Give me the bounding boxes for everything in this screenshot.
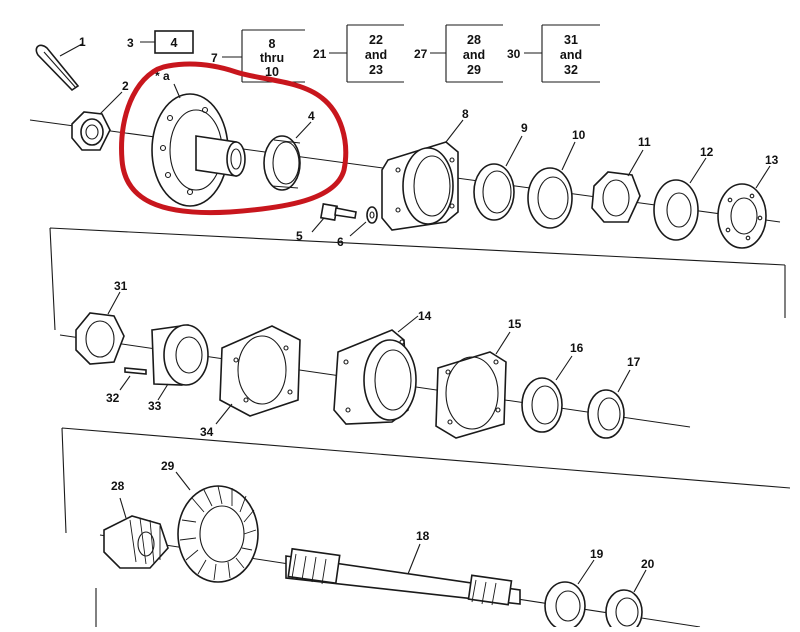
retainer-part-15: 15 <box>435 317 522 439</box>
callout-18: 18 <box>416 529 430 543</box>
callout-33: 33 <box>148 399 162 413</box>
row3-frame <box>61 427 791 534</box>
seal-part-4: 4 <box>263 109 315 191</box>
ref-lead-27: 27 <box>414 47 428 61</box>
ref-box-21-line3: 23 <box>369 63 383 77</box>
ref-box-21-line1: 22 <box>369 33 383 47</box>
callout-29: 29 <box>161 459 175 473</box>
callout-4: 4 <box>308 109 315 123</box>
plate-part-34: 34 <box>200 325 301 439</box>
callout-1: 1 <box>79 35 86 49</box>
bolt-part-5: 5 <box>296 202 357 243</box>
ref-box-30-line3: 32 <box>564 63 578 77</box>
callout-8: 8 <box>462 107 469 121</box>
shaft-part-18: 18 <box>285 529 521 606</box>
ref-box-30-line1: 31 <box>564 33 578 47</box>
bearing-cup-part-20: 20 <box>605 557 655 632</box>
reference-box-7: 7 8 thru 10 <box>211 29 305 83</box>
bearing-cone-part-10: 10 <box>527 128 586 229</box>
washer-part-6: 6 <box>337 206 378 249</box>
callout-34: 34 <box>200 425 214 439</box>
callout-20: 20 <box>641 557 655 571</box>
housing-part-14: 14 <box>333 309 432 425</box>
reference-box-30: 30 31 and 32 <box>507 24 600 83</box>
ref-lead-21: 21 <box>313 47 327 61</box>
ref-box-27-line3: 29 <box>467 63 481 77</box>
callout-14: 14 <box>418 309 432 323</box>
ref-lead-7: 7 <box>211 51 218 65</box>
bearing-cone-part-17: 17 <box>587 355 641 439</box>
callout-28: 28 <box>111 479 125 493</box>
ref-box-7-line1: 8 <box>269 37 276 51</box>
bearing-cone-part-33: 33 <box>148 324 209 413</box>
ref-box-7-line2: thru <box>260 51 284 65</box>
bevel-gear-part-29: 29 <box>161 459 259 583</box>
ref-box-30-line2: and <box>560 48 582 62</box>
lock-plate-part-13: 13 <box>717 153 779 249</box>
callout-32: 32 <box>106 391 120 405</box>
reference-box-27: 27 28 and 29 <box>414 24 503 83</box>
bearing-cage-part-8: 8 <box>381 107 469 231</box>
ref-lead-30: 30 <box>507 47 521 61</box>
ref-box-27-line1: 28 <box>467 33 481 47</box>
bearing-cup-part-16: 16 <box>521 341 584 433</box>
red-highlight-circle <box>119 61 349 216</box>
callout-5: 5 <box>296 229 303 243</box>
ref-box-27-line2: and <box>463 48 485 62</box>
castle-nut-part-2: 2 <box>71 79 129 151</box>
ref-box-7-line3: 10 <box>265 65 279 79</box>
bearing-cup-part-9: 9 <box>473 121 528 221</box>
ref-box-21-line2: and <box>365 48 387 62</box>
flange-part-a: * a <box>151 69 246 207</box>
bearing-cone-part-19: 19 <box>544 547 604 631</box>
callout-2: 2 <box>122 79 129 93</box>
callout-17: 17 <box>627 355 641 369</box>
ref-lead-3: 3 <box>127 36 134 50</box>
callout-10: 10 <box>572 128 586 142</box>
ref-box-3-text: 4 <box>171 36 178 50</box>
nut-part-31: 31 <box>75 279 128 365</box>
callout-19: 19 <box>590 547 604 561</box>
note-star-a: * a <box>155 69 170 83</box>
cotter-pin-part-1: 1 <box>35 35 86 92</box>
callout-31: 31 <box>114 279 128 293</box>
callout-6: 6 <box>337 235 344 249</box>
reference-box-3: 3 4 <box>127 30 194 54</box>
row2-frame <box>49 227 786 331</box>
callout-15: 15 <box>508 317 522 331</box>
callout-9: 9 <box>521 121 528 135</box>
callout-13: 13 <box>765 153 779 167</box>
callout-12: 12 <box>700 145 714 159</box>
washer-part-12: 12 <box>653 145 714 241</box>
callout-16: 16 <box>570 341 584 355</box>
nut-part-11: 11 <box>591 135 651 223</box>
pin-part-32: 32 <box>106 367 147 405</box>
pinion-gear-part-28: 28 <box>103 479 169 569</box>
callout-11: 11 <box>638 135 651 149</box>
reference-box-21: 21 22 and 23 <box>313 24 404 83</box>
